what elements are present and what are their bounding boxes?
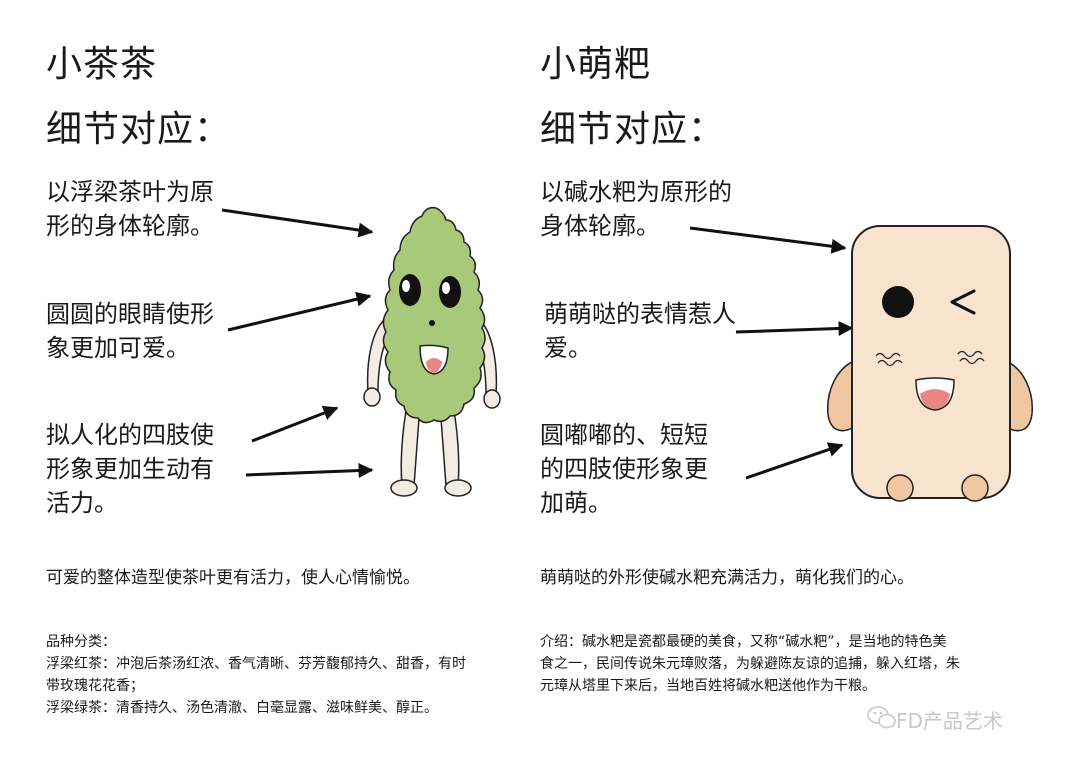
blush-left <box>875 352 903 367</box>
feature-line: 的四肢使形象更 <box>540 455 708 483</box>
info-line: 品种分类： <box>46 634 116 650</box>
left-info: 品种分类： 浮梁红茶：冲泡后茶汤红浓、香气清晰、芬芳馥郁持久、甜香，有时 带玫瑰… <box>46 631 466 719</box>
right-title: 小萌粑 <box>540 44 652 85</box>
feature-line: 活力。 <box>46 489 118 517</box>
info-line: 介绍：碱水粑是瓷都最硬的美食，又称“碱水粑”，是当地的特色美 <box>540 634 947 650</box>
brand-watermark: FD产品艺术 <box>896 709 1003 733</box>
left-hand <box>363 387 381 407</box>
feature-line: 拟人化的四肢使 <box>46 421 214 449</box>
leaf-body <box>382 206 486 424</box>
feature-line: 圆嘟嘟的、短短 <box>540 421 708 449</box>
wink-eye <box>950 289 976 315</box>
right-summary: 萌萌哒的外形使碱水粑充满活力，萌化我们的心。 <box>540 568 914 588</box>
left-feature-eyes: 圆圆的眼睛使形 象更加可爱。 <box>46 297 214 365</box>
info-line: 食之一，民间传说朱元璋败落，为躲避陈友谅的追捕，躲入红塔，朱 <box>540 656 960 672</box>
arrow <box>251 405 339 443</box>
feature-line: 萌萌哒的表情惹人 <box>544 300 736 328</box>
arrow <box>689 226 847 254</box>
feature-line: 加萌。 <box>540 489 612 517</box>
right-info: 介绍：碱水粑是瓷都最硬的美食，又称“碱水粑”，是当地的特色美 食之一，民间传说朱… <box>540 631 960 697</box>
tea-leaf-character <box>363 206 501 497</box>
right-hand <box>483 389 501 409</box>
right-arm <box>1003 358 1033 432</box>
feature-line: 以浮梁茶叶为原 <box>46 178 214 206</box>
feature-line: 形象更加生动有 <box>46 455 214 483</box>
feature-line: 圆圆的眼睛使形 <box>46 300 214 328</box>
blush-right <box>957 350 985 365</box>
feature-line: 身体轮廓。 <box>540 212 660 240</box>
right-feature-body: 以碱水粑为原形的 身体轮廓。 <box>540 175 732 243</box>
left-eye <box>399 274 421 306</box>
left-feature-body: 以浮梁茶叶为原 形的身体轮廓。 <box>46 175 214 243</box>
wechat-icon <box>867 706 896 729</box>
left-eye-highlight <box>402 280 410 292</box>
arrow <box>745 442 844 480</box>
feature-line: 形的身体轮廓。 <box>46 212 214 240</box>
right-subtitle: 细节对应： <box>540 109 726 150</box>
left-arm <box>827 358 857 432</box>
feature-line: 爱。 <box>544 334 592 362</box>
arrow <box>221 208 374 238</box>
right-foot <box>444 479 472 497</box>
right-foot <box>961 474 989 502</box>
arrow <box>245 463 374 479</box>
left-feature-limbs: 拟人化的四肢使 形象更加生动有 活力。 <box>46 418 214 520</box>
left-foot <box>390 479 418 497</box>
nose <box>429 320 435 326</box>
info-line: 浮梁绿茶：清香持久、汤色清澈、白毫显露、滋味鲜美、醇正。 <box>46 700 438 716</box>
left-summary: 可爱的整体造型使茶叶更有活力，使人心情愉悦。 <box>46 568 420 588</box>
left-title: 小茶茶 <box>46 44 158 85</box>
info-line: 元璋从塔里下来后，当地百姓将碱水粑送他作为干粮。 <box>540 678 876 694</box>
right-eye-highlight <box>442 282 450 294</box>
tongue <box>426 358 442 373</box>
info-line: 带玫瑰花花香； <box>46 678 144 694</box>
info-line: 浮梁红茶：冲泡后茶汤红浓、香气清晰、芬芳馥郁持久、甜香，有时 <box>46 656 466 672</box>
tongue <box>920 389 950 409</box>
left-subtitle: 细节对应： <box>46 109 232 150</box>
right-feature-limbs: 圆嘟嘟的、短短 的四肢使形象更 加萌。 <box>540 418 708 520</box>
right-feature-face: 萌萌哒的表情惹人 爱。 <box>544 297 736 365</box>
eye <box>882 286 914 318</box>
right-eye <box>439 276 461 308</box>
arrow <box>227 291 372 332</box>
feature-line: 象更加可爱。 <box>46 334 190 362</box>
arrow <box>735 320 854 336</box>
feature-line: 以碱水粑为原形的 <box>540 178 732 206</box>
bun-body <box>851 225 1011 499</box>
left-foot <box>886 474 914 502</box>
bun-character <box>827 225 1033 502</box>
